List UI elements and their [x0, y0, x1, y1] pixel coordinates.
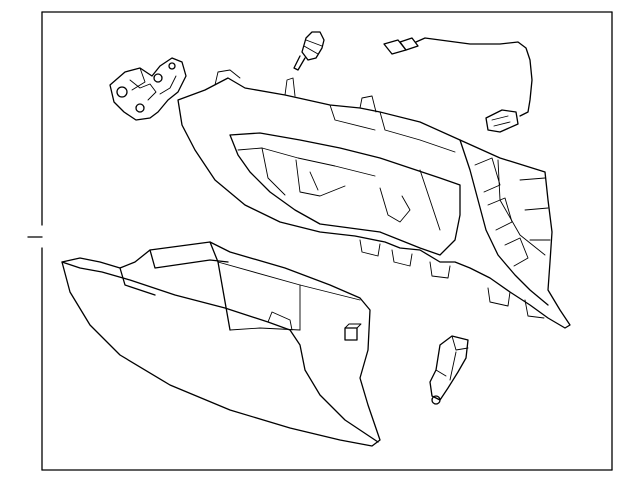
lamp-bulb: [293, 31, 325, 71]
lamp-switch: [429, 335, 469, 405]
latch-assembly: [109, 57, 187, 121]
diagram-frame: [27, 11, 613, 471]
wire-harness: [383, 37, 533, 133]
glove-box-housing: [177, 69, 571, 329]
glove-box-door: [61, 241, 381, 447]
